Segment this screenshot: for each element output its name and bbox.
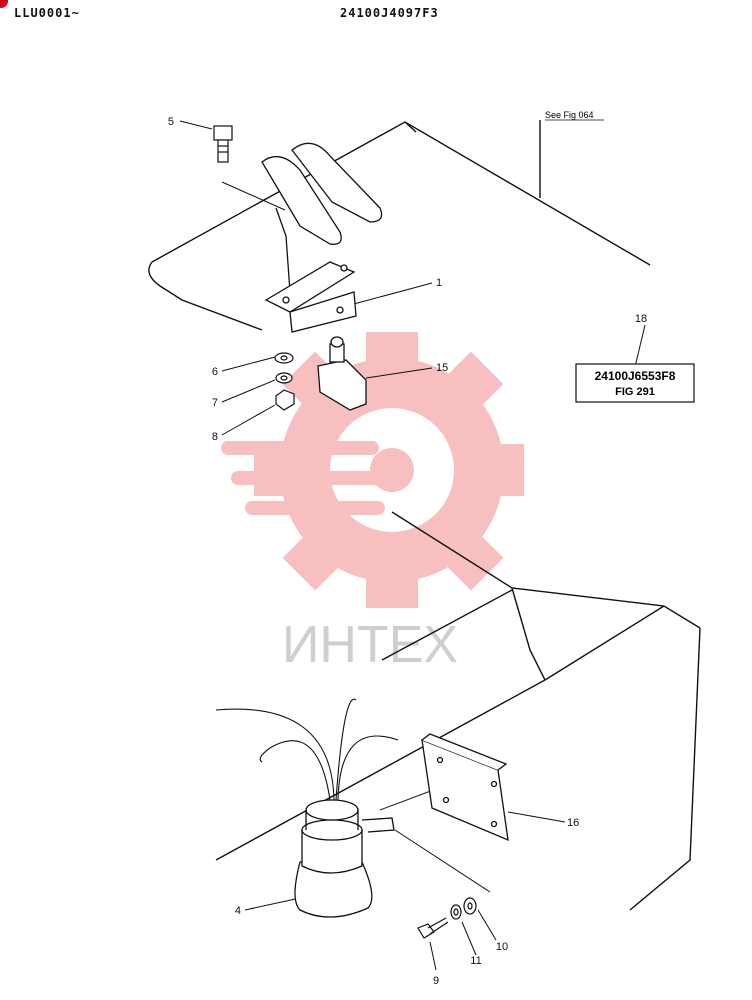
leader-lines xyxy=(179,120,646,971)
reference-box: 24100J6553F8 FIG 291 xyxy=(575,363,695,403)
callout-18: 18 xyxy=(635,313,647,325)
header-center-code: 24100J4097F3 xyxy=(340,6,439,20)
header-left-code: LLU0001~ xyxy=(14,6,80,20)
nut-8 xyxy=(275,389,295,411)
plate-16 xyxy=(421,733,509,842)
callout-7: 7 xyxy=(212,397,218,409)
watermark-speed-lines xyxy=(221,441,391,515)
bolt-9 xyxy=(417,917,449,939)
see-figure-reference: See Fig 064 xyxy=(545,110,594,120)
horn-wires xyxy=(215,698,399,801)
washer-11 xyxy=(450,904,462,920)
callout-1: 1 xyxy=(436,277,442,289)
bracket-1 xyxy=(264,261,357,333)
callout-11: 11 xyxy=(470,955,481,967)
callout-4: 4 xyxy=(235,905,241,917)
horn-4 xyxy=(294,799,395,918)
callout-6: 6 xyxy=(212,366,218,378)
callout-8: 8 xyxy=(212,431,218,443)
body-outline xyxy=(148,120,701,911)
lock-washer-7 xyxy=(275,372,293,384)
callout-16: 16 xyxy=(567,817,579,829)
callout-10: 10 xyxy=(496,941,508,953)
callout-5: 5 xyxy=(168,116,174,128)
bolt-5 xyxy=(213,125,233,163)
switch-15 xyxy=(317,336,367,411)
reference-part-code: 24100J6553F8 xyxy=(595,369,676,383)
washer-6 xyxy=(274,352,294,364)
pedal-assembly xyxy=(261,142,383,293)
reference-figure: FIG 291 xyxy=(615,386,655,398)
watermark-logo xyxy=(221,332,524,608)
watermark-text: ИНТЕХ xyxy=(282,616,458,674)
callout-15: 15 xyxy=(436,362,448,374)
washer-10 xyxy=(463,897,477,915)
corner-marker xyxy=(0,0,8,8)
callout-9: 9 xyxy=(433,975,439,987)
